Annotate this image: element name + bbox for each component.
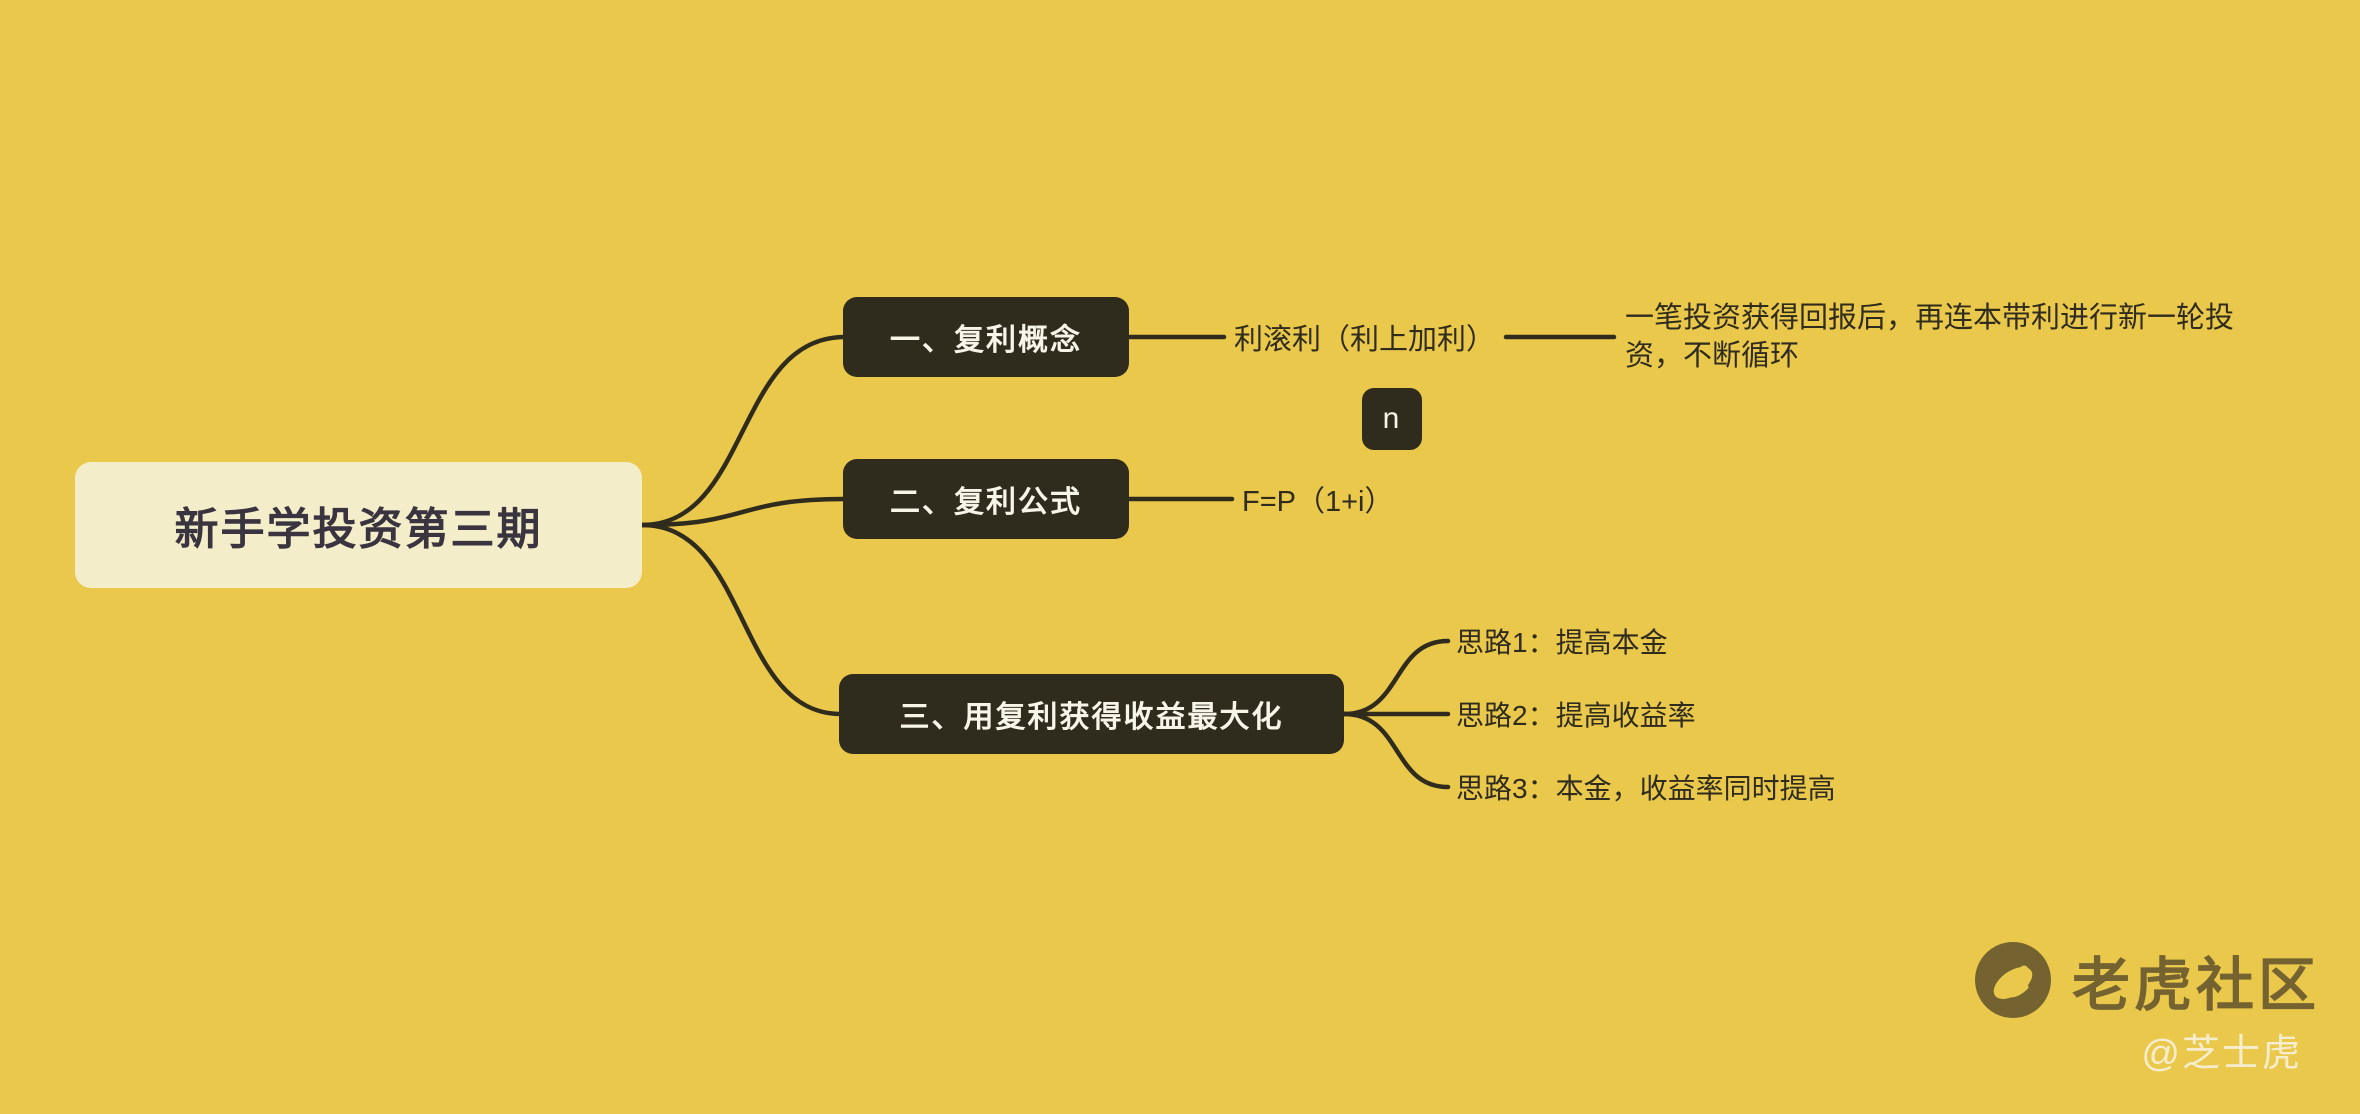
connector-root-branch1 <box>639 334 848 528</box>
connector-branch3-idea3 <box>1341 711 1451 790</box>
leaf-node-idea-3[interactable]: 思路3：本金，收益率同时提高 <box>1456 773 1836 804</box>
watermark-brand-text: 老虎社区 <box>2072 953 2321 1018</box>
connector-root-branch2 <box>639 496 848 528</box>
leaf-node-idea-2[interactable]: 思路2：提高收益率 <box>1456 700 1696 731</box>
branch-node-maximize-returns[interactable]: 三、用复利获得收益最大化 <box>839 674 1344 754</box>
leaf-node-formula[interactable]: F=P（1+i） <box>1242 486 1394 518</box>
watermark-brand-block: 老虎社区 <box>1972 938 2320 1022</box>
branch-node-compound-formula[interactable]: 二、复利公式 <box>843 459 1129 539</box>
leaf-node-idea-1[interactable]: 思路1：提高本金 <box>1456 627 1668 658</box>
root-node[interactable]: 新手学投资第三期 <box>75 462 642 588</box>
branch-node-compound-concept[interactable]: 一、复利概念 <box>843 297 1129 377</box>
leaf-node-rolling-interest[interactable]: 利滚利（利上加利） <box>1234 324 1496 356</box>
exponent-node[interactable]: n <box>1362 388 1422 450</box>
connector-root-branch3 <box>639 522 844 717</box>
tiger-community-logo-icon <box>1975 942 2051 1018</box>
leaf-node-concept-explanation[interactable]: 一笔投资获得回报后，再连本带利进行新一轮投资，不断循环 <box>1625 302 2235 372</box>
watermark-author-handle: @芝士虎 <box>2141 1033 2302 1075</box>
connector-branch3-idea1 <box>1341 638 1451 717</box>
